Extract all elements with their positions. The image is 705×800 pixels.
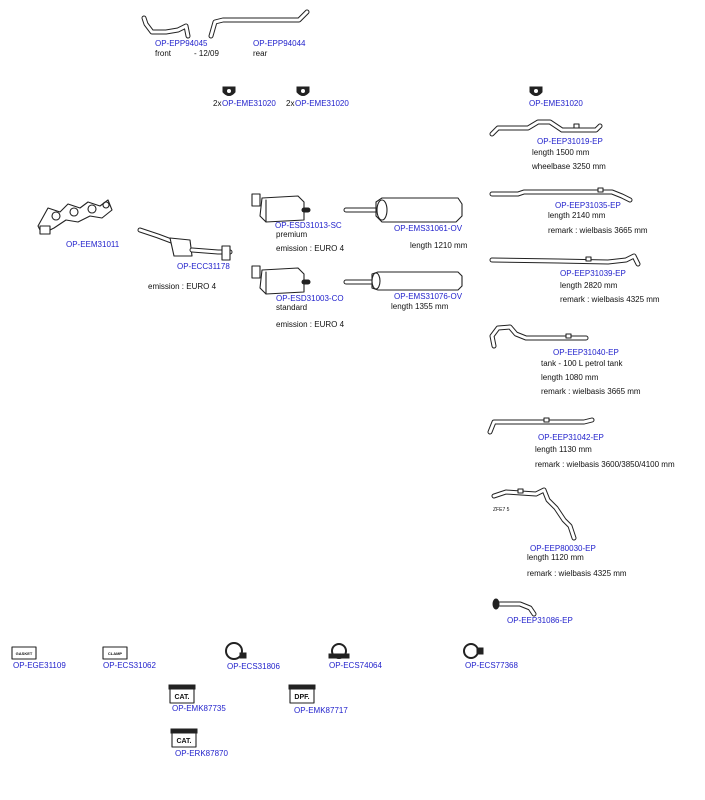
part-note: length 2820 mm xyxy=(560,281,618,290)
part-code[interactable]: OP-ECC31178 xyxy=(177,262,230,271)
part-code[interactable]: OP-ECS77368 xyxy=(465,661,518,670)
svg-text:CAT.: CAT. xyxy=(176,738,191,745)
part-code[interactable]: OP-ECS31806 xyxy=(227,662,280,671)
clamp-box-icon: CLAMP xyxy=(102,646,128,660)
dpf-kit-box-icon: DPF. xyxy=(288,684,316,704)
part-code[interactable]: OP-EEP31039-EP xyxy=(560,269,626,278)
gasket-box-icon: GASKET xyxy=(11,646,37,660)
part-code[interactable]: OP-EME31020 xyxy=(222,99,276,108)
tail-pipe-drawing[interactable] xyxy=(488,252,644,272)
part-note: length 1120 mm xyxy=(527,553,584,562)
dpf-premium-drawing[interactable] xyxy=(248,192,311,224)
part-note: remark : wielbasis 3665 mm xyxy=(541,387,641,396)
tail-pipe-drawing[interactable] xyxy=(484,414,604,436)
part-code[interactable]: OP-EMS31076-OV xyxy=(394,292,463,301)
part-code[interactable]: OP-EEP31019-EP xyxy=(537,137,603,146)
part-code[interactable]: OP-EEP31042-EP xyxy=(538,433,604,442)
part-code[interactable]: OP-EEP31035-EP xyxy=(555,201,621,210)
tail-pipe-drawing[interactable] xyxy=(488,116,606,138)
cat-repair-kit-box-icon: CAT. xyxy=(170,728,198,748)
rubber-mount-icon xyxy=(296,85,310,97)
clamp-u-icon xyxy=(326,640,352,662)
part-marker: ZFE7 5 xyxy=(493,507,510,513)
dpf-standard-drawing[interactable] xyxy=(248,264,311,296)
svg-text:CAT.: CAT. xyxy=(174,694,189,701)
part-code[interactable]: OP-EEM31011 xyxy=(66,240,120,249)
part-note: - 12/09 xyxy=(194,49,219,58)
part-note: length 1355 mm xyxy=(391,302,449,311)
clamp-band-icon xyxy=(461,640,487,662)
part-note: remark : wielbasis 4325 mm xyxy=(560,295,660,304)
part-note: length 1130 mm xyxy=(535,445,592,454)
part-code[interactable]: OP-ECS74064 xyxy=(329,661,382,670)
part-note: emission : EURO 4 xyxy=(276,244,345,253)
rubber-mount-icon xyxy=(222,85,236,97)
part-code[interactable]: OP-EME31020 xyxy=(529,99,583,108)
part-note: front xyxy=(155,49,172,58)
part-code[interactable]: OP-EEP31040-EP xyxy=(553,348,619,357)
part-note: tank - 100 L petrol tank xyxy=(541,359,623,368)
middle-muffler-drawing[interactable] xyxy=(342,196,466,224)
part-code[interactable]: OP-EME31020 xyxy=(295,99,349,108)
clamp-ring-icon xyxy=(222,640,248,662)
catalytic-converter-drawing[interactable] xyxy=(134,222,238,264)
part-qty: 2x xyxy=(286,99,295,108)
svg-text:CLAMP: CLAMP xyxy=(108,651,123,656)
part-code[interactable]: OP-ECS31062 xyxy=(103,661,156,670)
part-note: length 1080 mm xyxy=(541,373,599,382)
part-note: remark : wielbasis 4325 mm xyxy=(527,569,627,578)
part-note: emission : EURO 4 xyxy=(276,320,345,329)
part-qty: 2x xyxy=(213,99,222,108)
part-note: length 2140 mm xyxy=(548,211,606,220)
part-note: length 1500 mm xyxy=(532,148,590,157)
svg-text:DPF.: DPF. xyxy=(294,694,309,701)
tail-pipe-drawing[interactable] xyxy=(486,322,596,352)
part-note: premium xyxy=(276,230,308,239)
tail-pipe-drawing[interactable] xyxy=(486,486,590,544)
middle-muffler-drawing[interactable] xyxy=(342,270,466,292)
part-code[interactable]: OP-EMS31061-OV xyxy=(394,224,463,233)
part-code[interactable]: OP-EGE31109 xyxy=(13,661,66,670)
epp-rear-pipe-drawing[interactable] xyxy=(207,6,313,40)
part-code[interactable]: OP-EMK87717 xyxy=(294,706,348,715)
part-code[interactable]: OP-EMK87735 xyxy=(172,704,226,713)
part-note: standard xyxy=(276,303,308,312)
part-code[interactable]: OP-EPP94044 xyxy=(253,39,306,48)
cat-kit-box-icon: CAT. xyxy=(168,684,196,704)
tail-pipe-end-drawing[interactable] xyxy=(490,596,540,617)
exhaust-manifold-drawing[interactable] xyxy=(34,196,114,240)
part-note: length 1210 mm xyxy=(410,241,468,250)
part-code[interactable]: OP-ESD31013-SC xyxy=(275,221,342,230)
tail-pipe-drawing[interactable] xyxy=(488,186,638,204)
epp-front-pipe-drawing[interactable] xyxy=(140,14,192,40)
part-note: remark : wielbasis 3665 mm xyxy=(548,226,648,235)
part-note: rear xyxy=(253,49,268,58)
svg-text:GASKET: GASKET xyxy=(16,651,33,656)
part-code[interactable]: OP-ERK87870 xyxy=(175,749,228,758)
part-code[interactable]: OP-EEP31086-EP xyxy=(507,616,573,625)
part-code[interactable]: OP-ESD31003-CO xyxy=(276,294,344,303)
part-note: wheelbase 3250 mm xyxy=(532,162,606,171)
rubber-mount-icon xyxy=(529,85,543,97)
part-code[interactable]: OP-EPP94045 xyxy=(155,39,208,48)
part-note: emission : EURO 4 xyxy=(148,282,217,291)
part-code[interactable]: OP-EEP80030-EP xyxy=(530,544,596,553)
part-note: remark : wielbasis 3600/3850/4100 mm xyxy=(535,460,675,469)
